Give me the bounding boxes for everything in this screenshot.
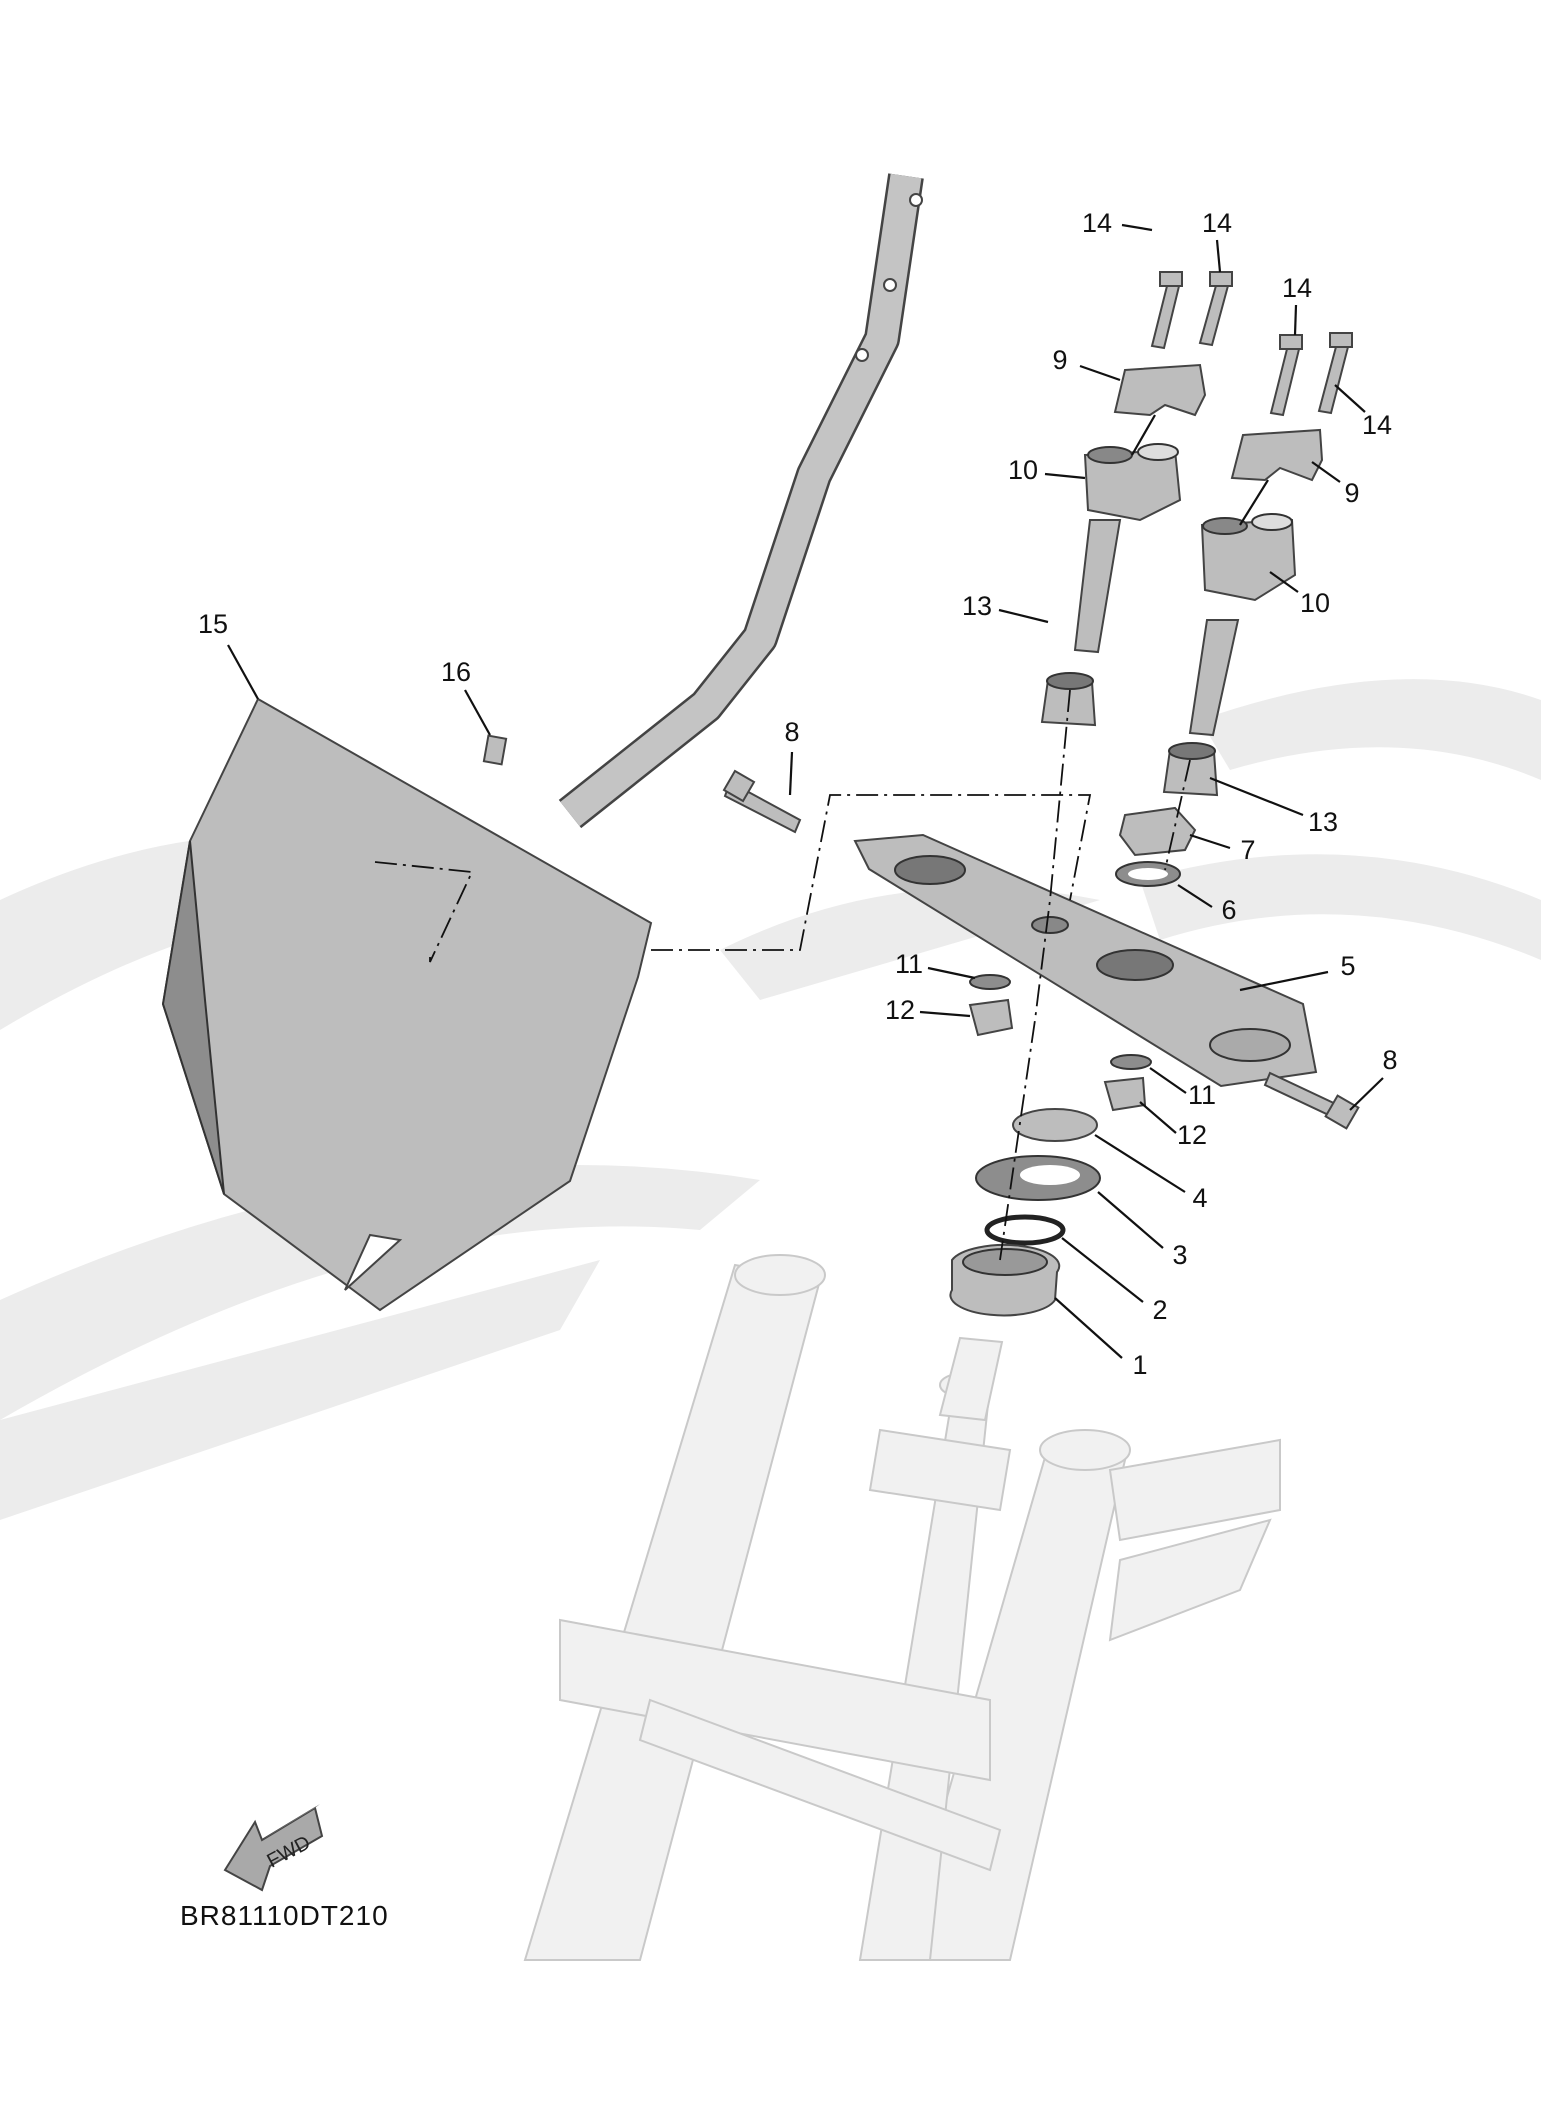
handlebar-holder-10-left[interactable] — [1073, 443, 1182, 654]
callout-11-right: 11 — [1188, 1080, 1216, 1110]
bolt-16[interactable] — [482, 734, 508, 766]
callout-3: 3 — [1172, 1240, 1187, 1270]
callout-10-right: 10 — [1300, 588, 1330, 618]
washer-11-left[interactable] — [969, 974, 1011, 990]
fork-frame-ghost — [523, 1254, 1281, 1961]
callout-14-left: 14 — [1082, 208, 1112, 238]
callout-6: 6 — [1221, 895, 1236, 925]
callout-13-left: 13 — [962, 591, 992, 621]
bolts-14[interactable] — [1150, 271, 1353, 417]
nut-12-right[interactable] — [1103, 1076, 1147, 1112]
bracket-strap — [558, 173, 924, 829]
callout-14-far-right: 14 — [1362, 410, 1392, 440]
callout-8-left: 8 — [784, 717, 799, 747]
callout-14-top: 14 — [1202, 208, 1232, 238]
upper-clamp-9-right[interactable] — [1230, 428, 1324, 482]
callout-9-left: 9 — [1052, 345, 1067, 375]
callout-15: 15 — [198, 609, 228, 639]
callout-2: 2 — [1152, 1295, 1167, 1325]
callout-7: 7 — [1240, 835, 1255, 865]
diagram-code: BR81110DT210 — [180, 1900, 389, 1931]
handlebar-holder-10-right[interactable] — [1188, 513, 1297, 737]
callout-5: 5 — [1340, 951, 1355, 981]
callout-13-right: 13 — [1308, 807, 1338, 837]
callout-4: 4 — [1192, 1183, 1207, 1213]
callout-1: 1 — [1132, 1350, 1147, 1380]
nut-7[interactable] — [1118, 806, 1197, 857]
callout-12-right: 12 — [1177, 1120, 1207, 1150]
callout-14-right: 14 — [1282, 273, 1312, 303]
washer-11-right[interactable] — [1110, 1054, 1152, 1070]
callout-8-right: 8 — [1382, 1045, 1397, 1075]
nut-12-left[interactable] — [968, 998, 1014, 1037]
callout-11-left: 11 — [895, 949, 923, 979]
callout-10-left: 10 — [1008, 455, 1038, 485]
ring-2[interactable] — [984, 1214, 1066, 1246]
leader-lines — [227, 223, 1384, 1359]
upper-clamp-9-left[interactable] — [1113, 363, 1207, 417]
upper-triple-clamp[interactable] — [853, 833, 1318, 1088]
forward-arrow-icon: FWD — [223, 1804, 324, 1892]
callout-16: 16 — [441, 657, 471, 687]
nut-4[interactable] — [1012, 1108, 1098, 1142]
callout-12-left: 12 — [885, 995, 915, 1025]
callout-9-right: 9 — [1344, 478, 1359, 508]
